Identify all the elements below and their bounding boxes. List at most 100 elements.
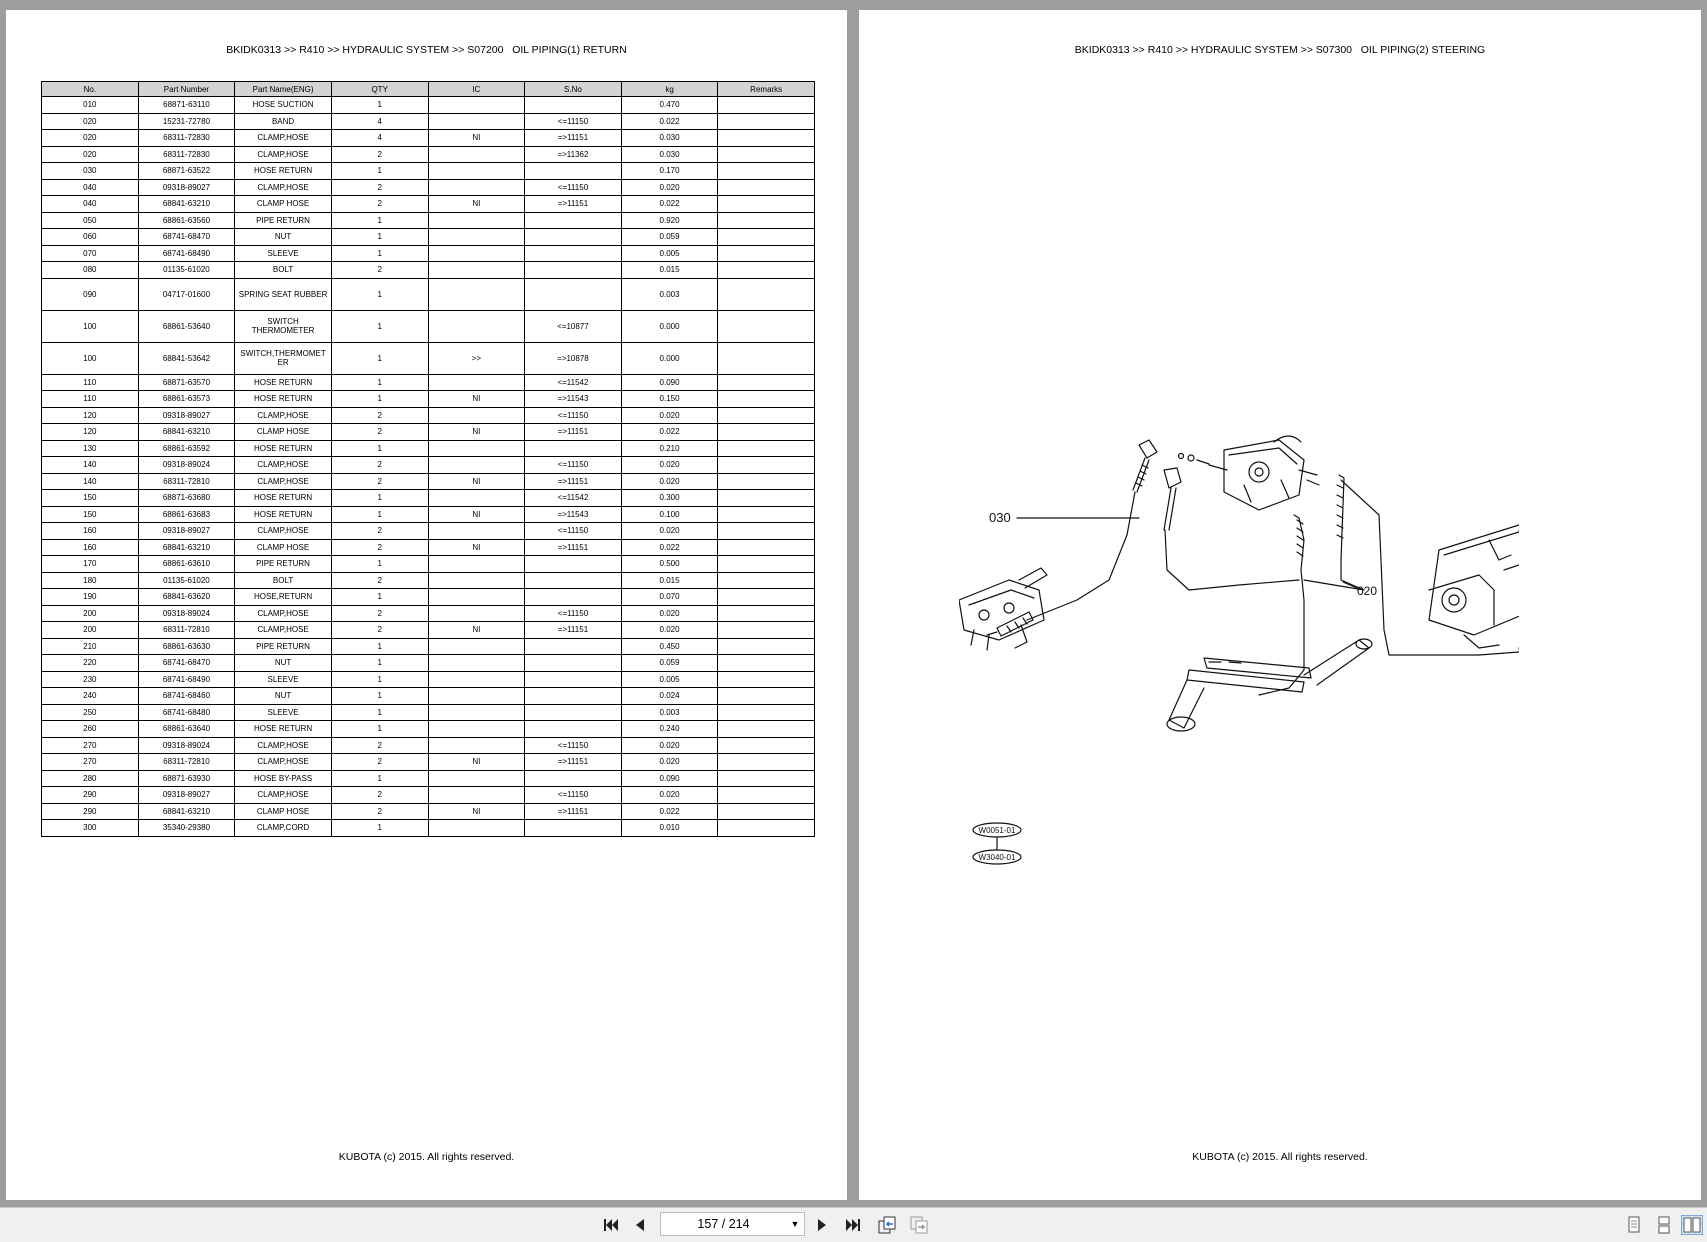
table-cell: 09318-89027	[137, 179, 236, 196]
table-cell: 1	[330, 96, 429, 114]
table-cell	[717, 390, 815, 408]
table-cell: 110	[41, 374, 139, 391]
table-cell	[717, 753, 815, 771]
steering-piping-diagram: 030 020 010 W0051-01 W3040-01	[959, 435, 1519, 865]
table-cell: HOSE RETURN	[234, 720, 332, 738]
next-page-icon[interactable]	[811, 1215, 833, 1235]
table-cell	[717, 489, 815, 507]
table-cell: 0.240	[620, 720, 719, 738]
table-cell: 0.020	[620, 621, 719, 639]
table-cell: CLAMP,HOSE	[234, 146, 332, 163]
table-cell	[524, 555, 622, 573]
table-cell	[717, 212, 815, 229]
table-cell: =>11151	[524, 539, 622, 556]
table-cell	[524, 212, 622, 229]
continuous-view-icon[interactable]	[1653, 1215, 1675, 1235]
table-cell	[427, 786, 526, 804]
table-cell: 0.020	[620, 407, 719, 424]
table-cell: 09318-89027	[137, 786, 236, 804]
table-cell: 0.005	[620, 245, 719, 262]
previous-page-icon[interactable]	[629, 1215, 651, 1235]
column-header: Remarks	[717, 81, 815, 97]
table-cell: 0.003	[620, 704, 719, 721]
copyright-footer: KUBOTA (c) 2015. All rights reserved.	[338, 1151, 515, 1163]
hose-010-drawing	[1478, 647, 1519, 656]
steering-cylinder-drawing	[1166, 638, 1373, 732]
next-view-icon[interactable]	[908, 1215, 930, 1235]
table-cell: BOLT	[234, 261, 332, 279]
table-cell: 020	[41, 129, 139, 147]
two-page-view-icon[interactable]	[1681, 1215, 1703, 1235]
breadcrumb: BKIDK0313 >> R410 >> HYDRAULIC SYSTEM >>…	[226, 44, 627, 56]
table-cell: 0.022	[620, 423, 719, 441]
table-cell	[717, 129, 815, 147]
table-cell: 1	[330, 671, 429, 688]
table-cell	[717, 539, 815, 556]
table-cell: CLAMP,HOSE	[234, 407, 332, 424]
table-cell: 1	[330, 310, 429, 343]
table-cell: 2	[330, 621, 429, 639]
table-cell	[427, 407, 526, 424]
page-indicator[interactable]: 157 / 214	[697, 1217, 750, 1231]
reference-tag-1: W0051-01	[979, 826, 1016, 835]
column-header: Part Number	[137, 81, 236, 97]
table-cell: 2	[330, 572, 429, 589]
table-cell	[717, 704, 815, 721]
table-cell: 68871-63110	[137, 96, 236, 114]
steering-unit-drawing	[1177, 435, 1320, 511]
table-cell	[427, 687, 526, 705]
table-cell: 2	[330, 753, 429, 771]
table-cell: 0.450	[620, 638, 719, 655]
table-cell	[524, 704, 622, 721]
right-page: BKIDK0313 >> R410 >> HYDRAULIC SYSTEM >>…	[859, 10, 1701, 1200]
table-cell: 1	[330, 588, 429, 606]
table-cell: 68841-63210	[137, 195, 236, 213]
table-cell	[427, 522, 526, 540]
table-cell: 230	[41, 671, 139, 688]
table-cell: 050	[41, 212, 139, 229]
table-cell: <=10877	[524, 310, 622, 343]
table-cell: 68871-63522	[137, 162, 236, 180]
table-cell: 1	[330, 489, 429, 507]
single-page-view-icon[interactable]	[1623, 1215, 1645, 1235]
previous-view-icon[interactable]	[876, 1215, 898, 1235]
table-cell: 01135-61020	[137, 261, 236, 279]
table-cell: 0.070	[620, 588, 719, 606]
table-cell	[717, 654, 815, 672]
table-cell: 68311-72810	[137, 621, 236, 639]
table-cell	[427, 588, 526, 606]
table-cell: 68841-63210	[137, 803, 236, 820]
table-cell	[427, 261, 526, 279]
last-page-icon[interactable]	[842, 1215, 864, 1235]
table-cell	[427, 440, 526, 457]
table-cell: CLAMP,CORD	[234, 819, 332, 837]
table-cell: 220	[41, 654, 139, 672]
table-cell: 2	[330, 786, 429, 804]
table-cell	[524, 588, 622, 606]
page-number-field[interactable]: 157 / 214 ▼	[660, 1212, 805, 1236]
chevron-down-icon[interactable]: ▼	[790, 1219, 800, 1229]
table-cell	[717, 179, 815, 196]
table-cell: 1	[330, 440, 429, 457]
table-cell	[524, 770, 622, 787]
table-cell: 300	[41, 819, 139, 837]
table-cell: NI	[427, 129, 526, 147]
table-cell	[717, 522, 815, 540]
table-cell	[427, 456, 526, 474]
table-cell: 1	[330, 687, 429, 705]
table-cell	[524, 687, 622, 705]
table-cell	[717, 737, 815, 754]
table-cell	[427, 671, 526, 688]
first-page-icon[interactable]	[600, 1215, 622, 1235]
table-cell	[524, 278, 622, 311]
